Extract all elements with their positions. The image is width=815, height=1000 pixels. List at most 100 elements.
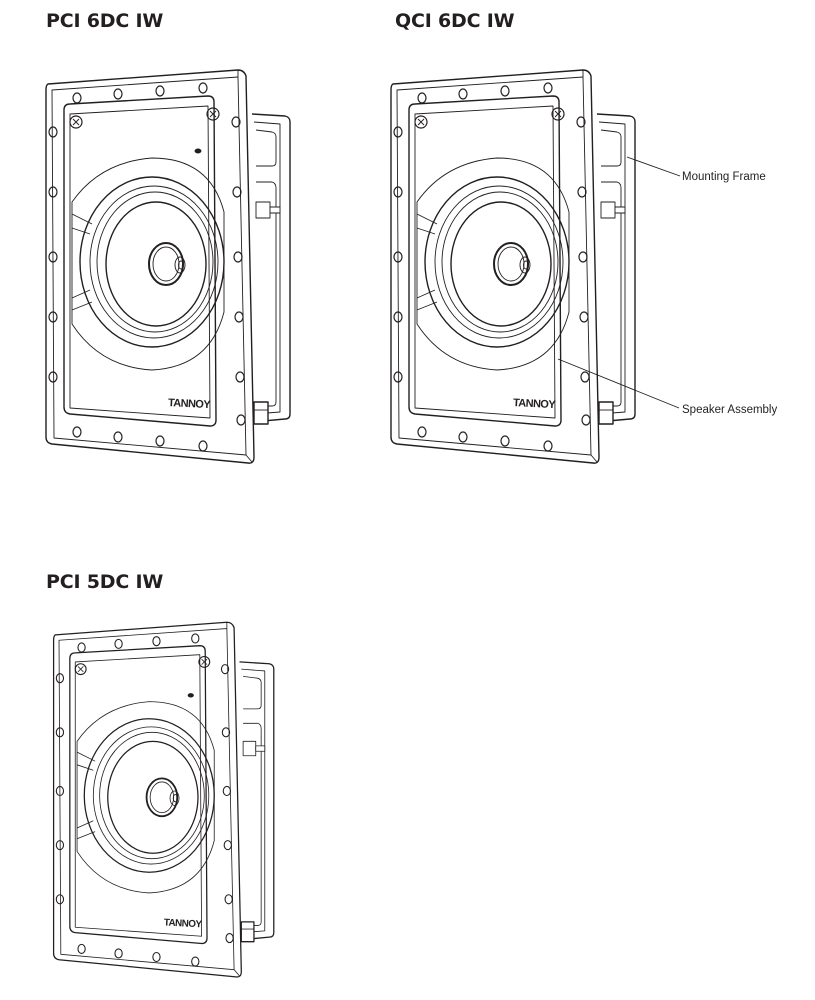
bezel-hole (198, 440, 208, 452)
bezel-corner-bottom (590, 454, 598, 463)
bezel-hole (191, 633, 200, 644)
driver-cone (107, 740, 199, 854)
clamp-pin (614, 206, 626, 214)
tweeter-pivot-surround (71, 157, 225, 371)
driver-surround (92, 726, 210, 865)
bezel-hole (577, 186, 587, 198)
dual-concentric-inner (152, 246, 180, 282)
mounting-frame-window-bottom (256, 181, 277, 407)
grille-plate (408, 95, 562, 427)
bezel-hole (220, 664, 230, 675)
bezel-hole (235, 371, 245, 383)
model-title-pci-5dc-iw: PCI 5DC IW (46, 571, 164, 593)
bezel-hole (543, 82, 553, 94)
mounting-frame-back (596, 113, 636, 423)
grille-plate-inner (74, 654, 203, 937)
bezel-hole (152, 951, 161, 963)
bezel-hole (393, 311, 403, 323)
screw-cross (201, 658, 208, 665)
indicator-light (194, 148, 202, 154)
driver-outer-ring (424, 176, 570, 348)
brand-logo: TANNOY (513, 397, 557, 411)
driver-cone-edge (96, 191, 214, 333)
bezel-hole (72, 426, 82, 438)
tweeter-dome-center (178, 260, 184, 270)
bezel-corner-bottom (245, 454, 253, 463)
callout-mounting-frame: Mounting Frame (682, 171, 766, 183)
bezel-hole (198, 82, 208, 94)
driver-surround (434, 185, 564, 339)
bezel-hole (222, 785, 232, 797)
mounting-frame-window-bottom (601, 181, 622, 407)
driver-cone-edge (441, 191, 559, 333)
screw-head (198, 655, 211, 668)
mounting-frame-back (239, 661, 275, 941)
speaker-drawing: TANNOY (52, 621, 275, 978)
grille-plate (63, 95, 217, 427)
leader-line-speaker-assembly (557, 358, 680, 409)
grille-plate-inner (414, 105, 556, 419)
dual-concentric-center (145, 777, 179, 818)
bezel-hole (113, 88, 123, 100)
speaker-illustration-qci-6dc-iw: TANNOY (385, 62, 645, 482)
speaker-illustration-pci-5dc-iw: TANNOY (48, 615, 283, 985)
bezel-hole (155, 435, 165, 447)
bezel-hole (233, 251, 243, 263)
indicator-light (187, 693, 194, 698)
driver-outer-ring (83, 718, 215, 873)
grille-plate-inner (69, 105, 211, 419)
bezel-hole (543, 440, 553, 452)
mounting-frame-window-top (243, 675, 262, 710)
screw-cross (77, 666, 84, 673)
mounting-frame-back (251, 113, 291, 423)
bezel-hole (236, 414, 246, 426)
model-title-qci-6dc-iw: QCI 6DC IW (395, 10, 515, 32)
bezel-hole (48, 126, 58, 138)
bezel-hole (77, 642, 86, 653)
bezel-hole (576, 116, 586, 128)
brand-logo: TANNOY (163, 917, 202, 930)
screw-head (206, 107, 220, 121)
surround-detail (71, 213, 93, 311)
bezel-hole (578, 251, 588, 263)
bezel-hole (223, 840, 232, 851)
brand-logo: TANNOY (168, 397, 212, 411)
bezel-hole (55, 840, 65, 851)
bezel-hole (232, 186, 242, 198)
bezel-hole (234, 311, 244, 323)
mounting-frame-window-bottom (243, 722, 262, 926)
screw-head (414, 115, 428, 129)
driver-surround (89, 185, 219, 339)
bezel-hole (224, 894, 233, 905)
bezel-hole (55, 894, 65, 905)
screw-cross (554, 110, 562, 118)
screw-head (74, 663, 87, 676)
grille-plate (69, 645, 208, 945)
bezel-hole (55, 673, 65, 684)
bezel-hole (393, 126, 403, 138)
bezel-hole (152, 636, 161, 647)
bezel-hole (231, 116, 241, 128)
model-title-pci-6dc-iw: PCI 6DC IW (46, 10, 164, 32)
screw-cross (72, 118, 80, 126)
dual-concentric-center (493, 242, 529, 286)
bezel-hole (48, 371, 58, 383)
tweeter-dome-center (523, 260, 529, 270)
tweeter-dome (519, 256, 531, 274)
bezel-hole (393, 186, 403, 198)
clamp-bottom (253, 401, 269, 425)
bezel-hole (55, 727, 65, 738)
screw-head (551, 107, 565, 121)
callout-speaker-assembly: Speaker Assembly (682, 404, 778, 416)
bezel-hole (579, 311, 589, 323)
bezel-hole (48, 186, 58, 198)
surround-detail (76, 751, 96, 840)
bezel-hole (48, 311, 58, 323)
screw-cross (417, 118, 425, 126)
bezel-hole (417, 92, 427, 104)
bezel-hole (113, 431, 123, 443)
bezel-hole (114, 948, 123, 959)
bezel-hole (48, 251, 58, 263)
tweeter-dome-center (172, 794, 179, 803)
